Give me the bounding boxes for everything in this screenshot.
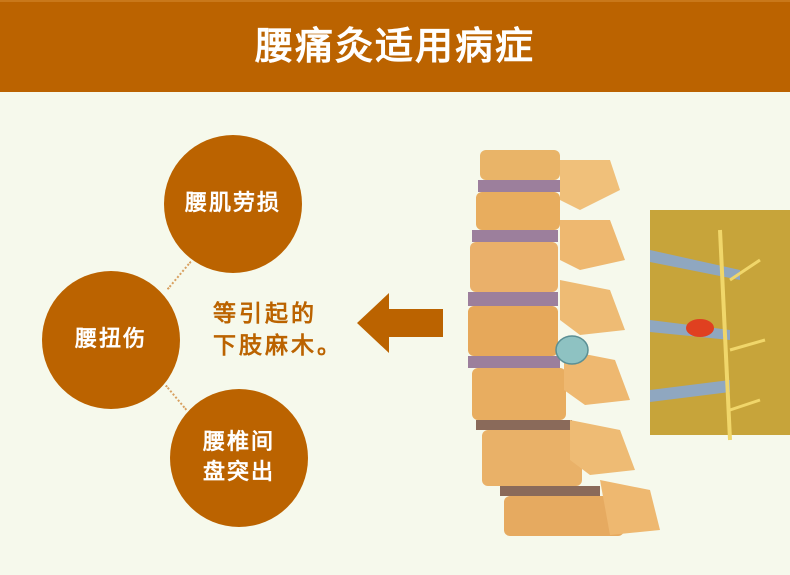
- condition-label-line2: 盘突出: [202, 460, 275, 485]
- condition-label-line1: 腰椎间: [202, 430, 275, 455]
- page-title: 腰痛灸适用病症: [254, 24, 535, 68]
- condition-lumbar-sprain: 腰扭伤: [42, 271, 180, 409]
- cause-line1: 等引起的: [213, 301, 317, 327]
- connector-dotted-line: [165, 384, 188, 411]
- lumbar-spine-illustration-icon: [468, 150, 790, 536]
- condition-label: 腰肌劳损: [184, 191, 281, 216]
- cause-line2: 下肢麻木。: [213, 333, 343, 359]
- left-arrow-icon: [357, 293, 443, 353]
- condition-label: 腰扭伤: [74, 327, 147, 352]
- title-banner: 腰痛灸适用病症: [0, 0, 790, 92]
- connector-dotted-line: [166, 261, 192, 290]
- condition-lumbar-disc-herniation: 腰椎间 盘突出: [170, 389, 308, 527]
- condition-lumbar-muscle-strain: 腰肌劳损: [164, 135, 302, 273]
- cause-text: 等引起的 下肢麻木。: [213, 298, 343, 362]
